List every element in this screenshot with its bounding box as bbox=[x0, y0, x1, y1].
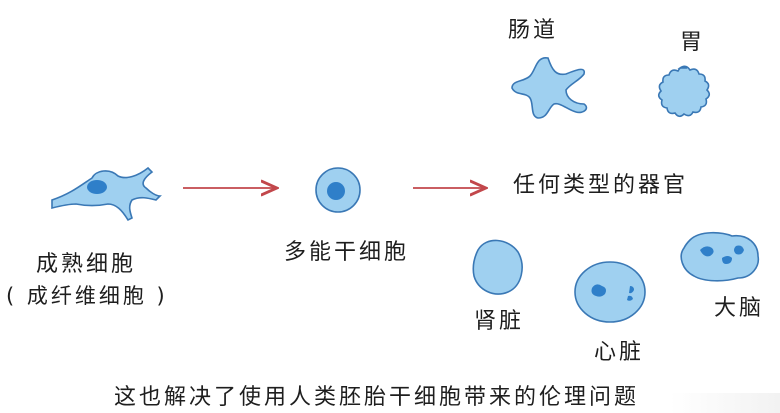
intestine-label: 肠道 bbox=[508, 18, 559, 43]
kidney-label: 肾脏 bbox=[474, 309, 525, 334]
stomach-cell bbox=[657, 65, 711, 118]
fibroblast-cell bbox=[51, 166, 162, 222]
brain-cell bbox=[680, 231, 760, 282]
kidney-cell bbox=[472, 239, 523, 295]
any-organ-label: 任何类型的器官 bbox=[513, 173, 689, 198]
heart-cell bbox=[574, 261, 646, 323]
brain-label: 大脑 bbox=[714, 296, 765, 321]
pluripotent-stem-cell bbox=[315, 167, 361, 213]
heart-label: 心脏 bbox=[594, 340, 645, 365]
intestine-cell bbox=[511, 57, 588, 119]
fibroblast-sub-label: ( 成纤维细胞 ) bbox=[6, 284, 168, 308]
corner-fade bbox=[670, 393, 780, 413]
mature-cell-label: 成熟细胞 bbox=[36, 252, 137, 277]
caption-text: 这也解决了使用人类胚胎干细胞带来的伦理问题 bbox=[114, 385, 640, 410]
stomach-label: 胃 bbox=[680, 30, 706, 55]
pluripotent-stem-cell-label: 多能干细胞 bbox=[284, 240, 410, 265]
